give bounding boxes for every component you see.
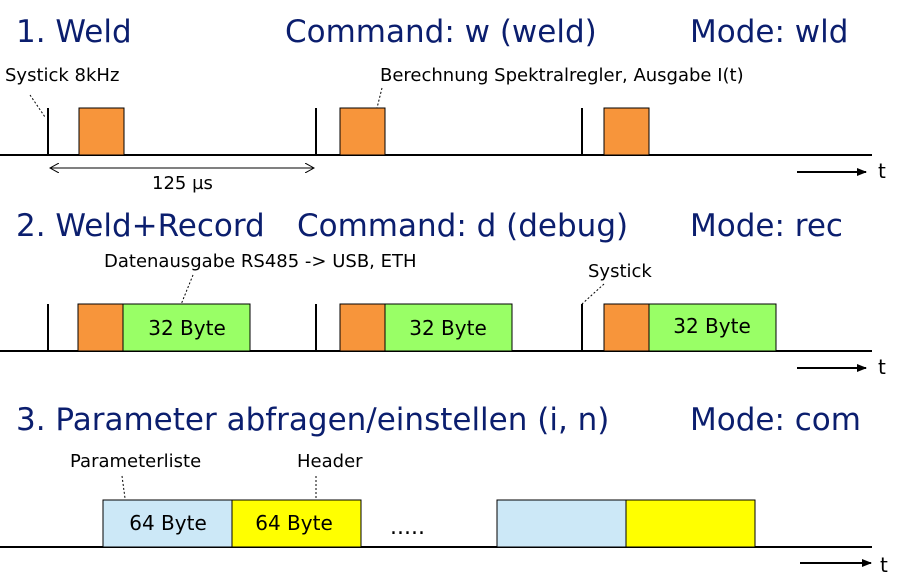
data-block-label: 32 Byte	[148, 316, 226, 340]
systick-8khz-label: Systick 8kHz	[5, 65, 119, 86]
ellipsis: .....	[390, 515, 425, 540]
time-axis-label: t	[878, 355, 886, 379]
section-2-title: 2. Weld+Record	[16, 208, 265, 244]
param-list-block	[496, 499, 627, 548]
header-block	[625, 499, 756, 548]
section-3-mode: Mode: com	[690, 402, 861, 438]
param-list-block	[102, 499, 233, 548]
time-axis-label: t	[878, 159, 886, 183]
compute-block	[603, 107, 650, 156]
section-weld: 1. Weld Command: w (weld) Mode: wld Syst…	[0, 14, 886, 194]
header-block-label: 64 Byte	[255, 511, 333, 535]
section-1-title: 1. Weld	[16, 14, 132, 50]
section-2-command: Command: d (debug)	[297, 208, 628, 244]
section-1-mode: Mode: wld	[690, 14, 848, 50]
systick-leader-line	[29, 94, 46, 118]
compute-block	[77, 303, 124, 352]
header-label: Header	[297, 451, 363, 472]
compute-block	[339, 303, 386, 352]
period-label: 125 µs	[152, 173, 213, 194]
data-block-label: 32 Byte	[673, 314, 751, 338]
param-list-block-label: 64 Byte	[129, 511, 207, 535]
compute-block	[339, 107, 386, 156]
param-list-label: Parameterliste	[70, 451, 201, 472]
data-block	[384, 303, 513, 352]
compute-block	[78, 107, 125, 156]
data-block	[122, 303, 251, 352]
section-2-mode: Mode: rec	[690, 208, 843, 244]
compute-block	[603, 303, 650, 352]
header-block	[231, 499, 362, 548]
compute-label: Berechnung Spektralregler, Ausgabe I(t)	[380, 65, 744, 86]
systick-label: Systick	[588, 261, 652, 282]
section-weld-record: 2. Weld+Record Command: d (debug) Mode: …	[0, 208, 886, 379]
data-block-label: 32 Byte	[409, 316, 487, 340]
section-3-title: 3. Parameter abfragen/einstellen (i, n)	[16, 402, 609, 438]
time-axis-label: t	[880, 553, 888, 577]
section-parameter: 3. Parameter abfragen/einstellen (i, n) …	[0, 402, 888, 577]
section-1-command: Command: w (weld)	[285, 14, 597, 50]
data-block	[648, 303, 777, 352]
data-output-label: Datenausgabe RS485 -> USB, ETH	[104, 251, 417, 272]
systick-leader-line	[581, 283, 605, 305]
